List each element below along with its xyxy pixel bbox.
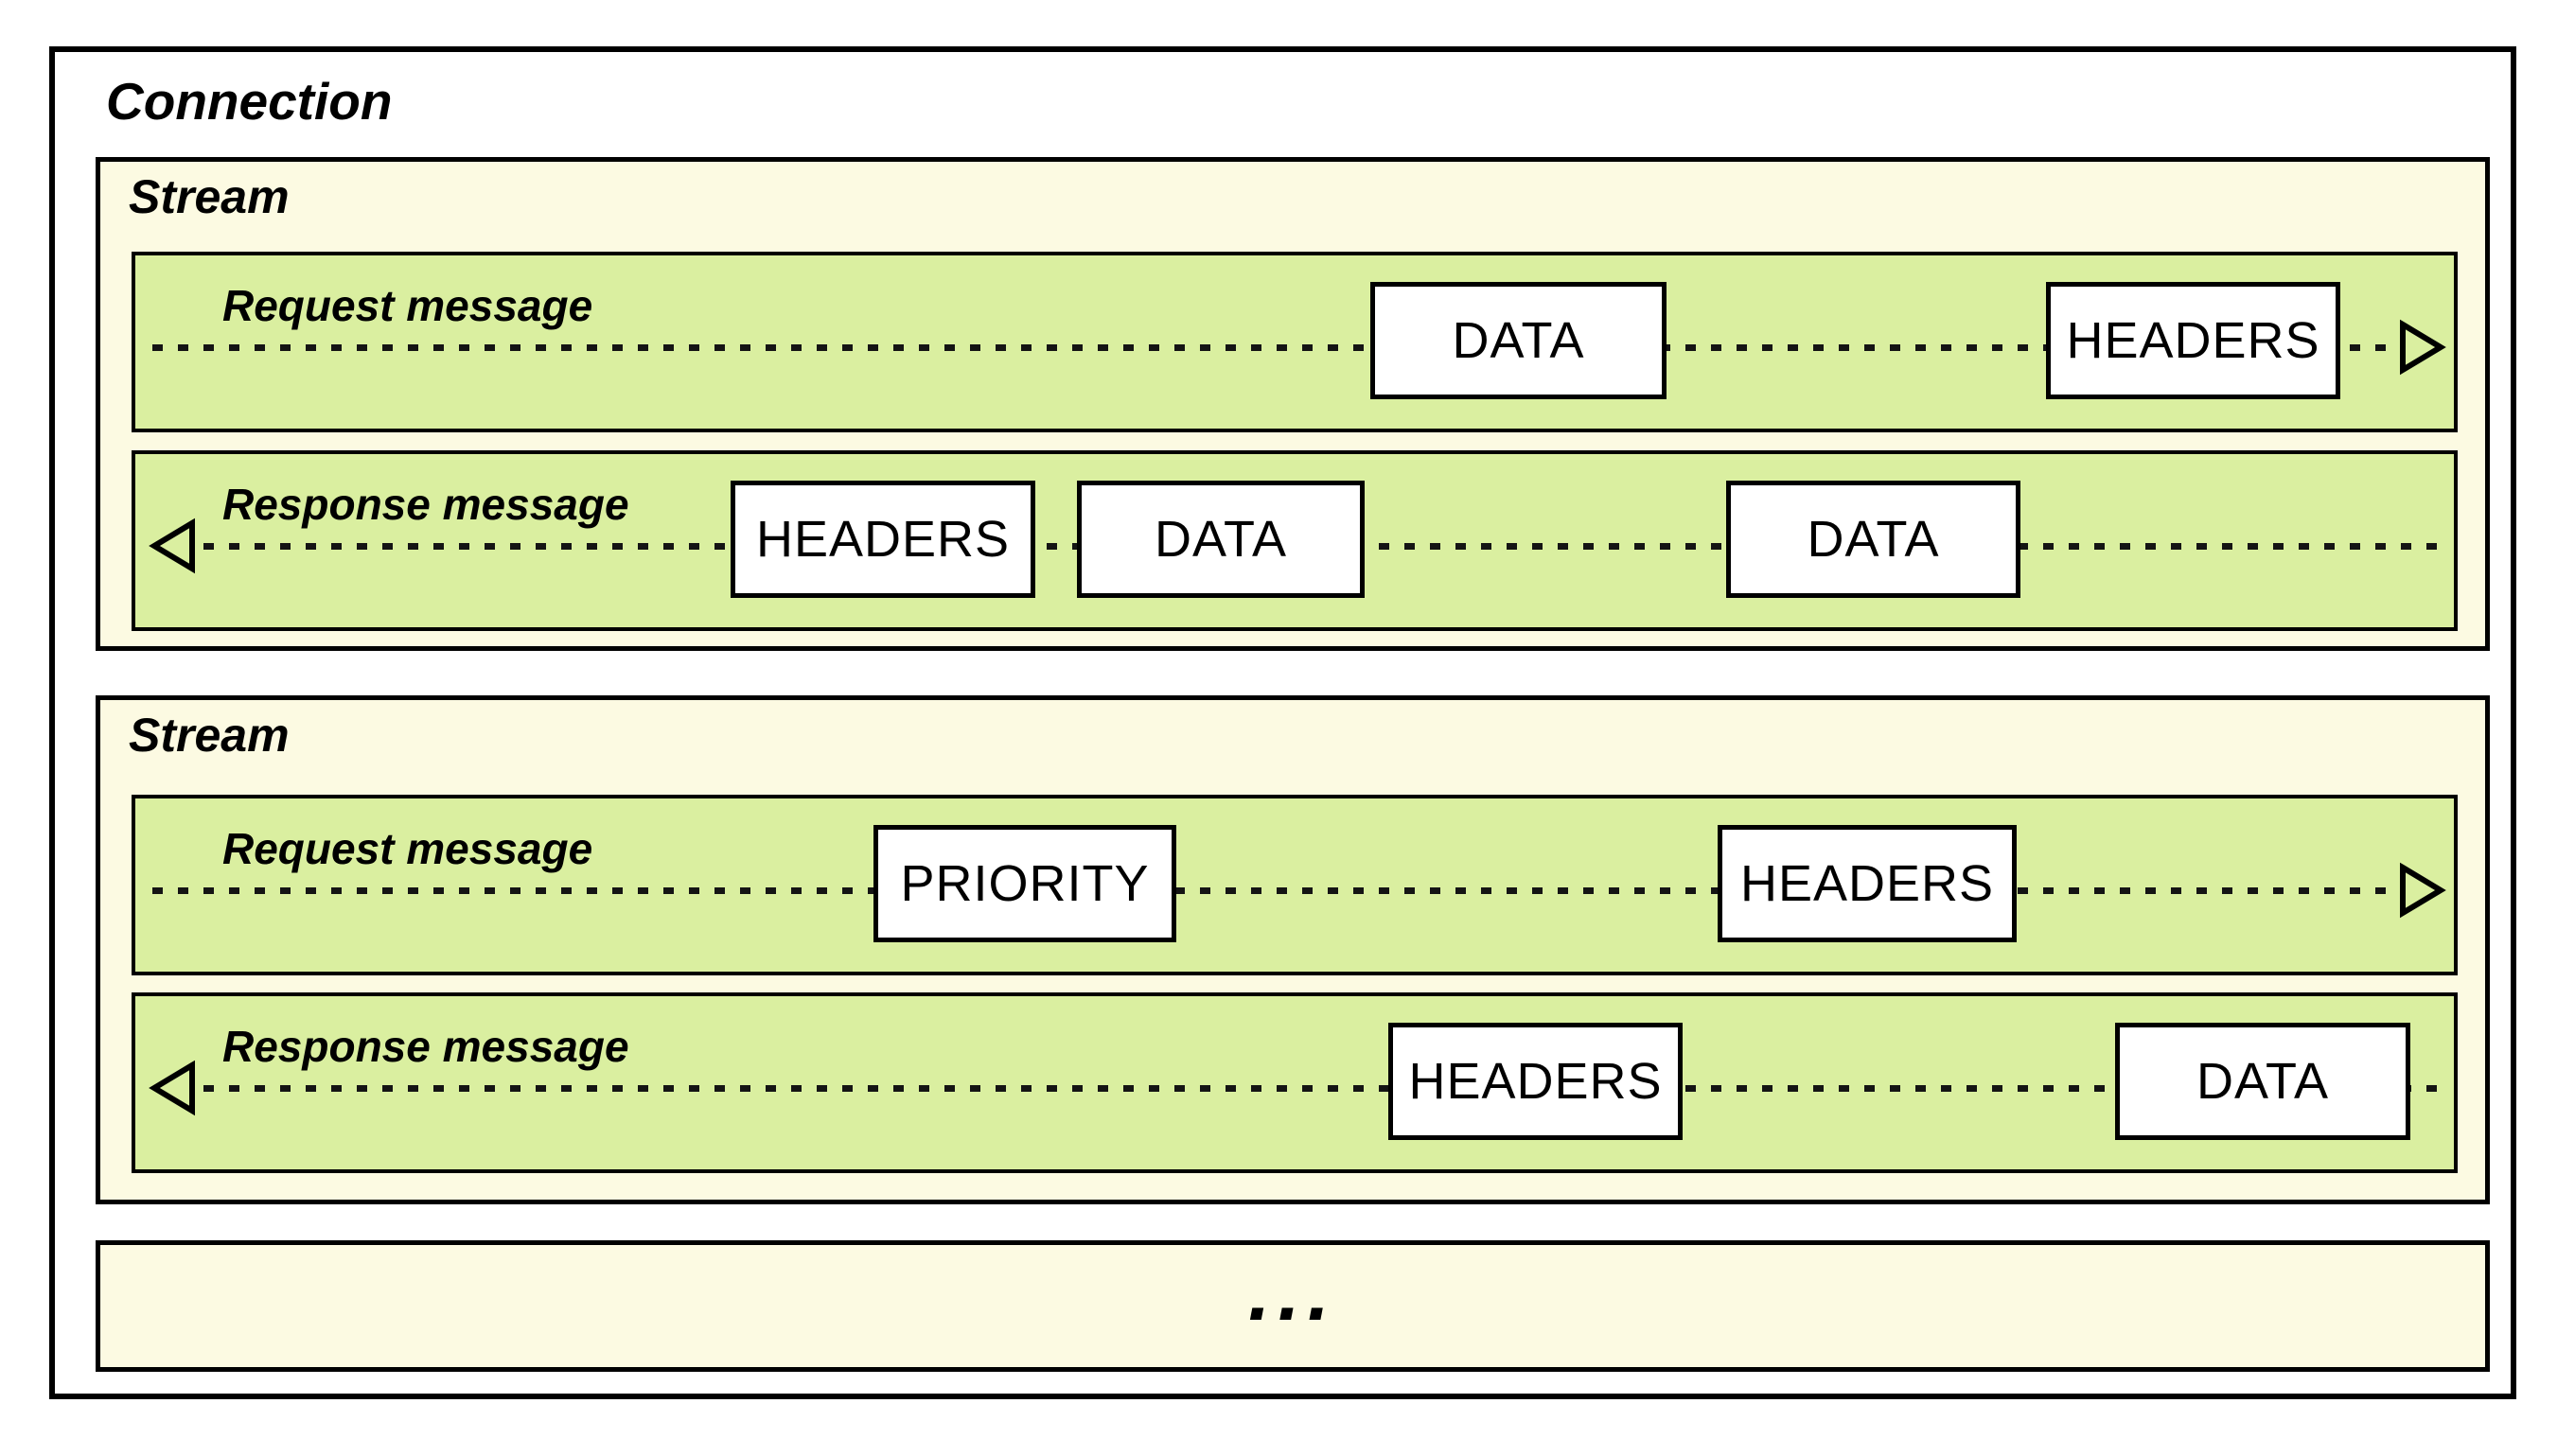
frame-data: DATA [2115, 1023, 2410, 1140]
frame-label: PRIORITY [900, 855, 1150, 912]
frame-label: DATA [1807, 511, 1940, 568]
dotted-flow-line [203, 1085, 2444, 1092]
request-lane-1: Request message DATA HEADERS [132, 252, 2458, 432]
ellipsis-box: ... [96, 1240, 2490, 1372]
connection-box: Connection Stream Request message DATA H… [49, 46, 2516, 1399]
frame-priority: PRIORITY [873, 825, 1176, 942]
dotted-flow-line [152, 887, 2397, 894]
arrow-right-icon [2400, 319, 2446, 376]
frame-data: DATA [1726, 481, 2020, 598]
frame-label: HEADERS [1408, 1053, 1663, 1110]
request-lane-label: Request message [222, 824, 593, 873]
connection-title: Connection [106, 72, 393, 131]
arrow-left-icon [149, 1060, 195, 1116]
stream-box-1: Stream Request message DATA HEADERS Resp… [96, 157, 2490, 651]
response-lane-2: Response message HEADERS DATA [132, 992, 2458, 1173]
response-lane-label: Response message [222, 480, 629, 529]
frame-data: DATA [1077, 481, 1365, 598]
frame-label: HEADERS [1739, 855, 1995, 912]
frame-label: DATA [1452, 312, 1585, 369]
frame-headers: HEADERS [1388, 1023, 1683, 1140]
frame-label: DATA [2196, 1053, 2329, 1110]
frame-label: HEADERS [755, 511, 1011, 568]
arrow-right-icon [2400, 862, 2446, 919]
request-lane-2: Request message PRIORITY HEADERS [132, 795, 2458, 975]
request-lane-label: Request message [222, 281, 593, 330]
arrow-left-icon [149, 517, 195, 574]
frame-label: DATA [1154, 511, 1287, 568]
frame-label: HEADERS [2066, 312, 2320, 369]
frame-headers: HEADERS [1718, 825, 2017, 942]
response-lane-label: Response message [222, 1022, 629, 1071]
dotted-flow-line [152, 344, 2397, 351]
frame-headers: HEADERS [2046, 282, 2340, 399]
ellipsis-label: ... [1247, 1248, 1337, 1337]
response-lane-1: Response message HEADERS DATA DATA [132, 450, 2458, 631]
stream-box-2: Stream Request message PRIORITY HEADERS … [96, 695, 2490, 1204]
frame-data: DATA [1370, 282, 1667, 399]
frame-headers: HEADERS [731, 481, 1035, 598]
stream-title: Stream [129, 170, 290, 223]
stream-title: Stream [129, 709, 290, 762]
